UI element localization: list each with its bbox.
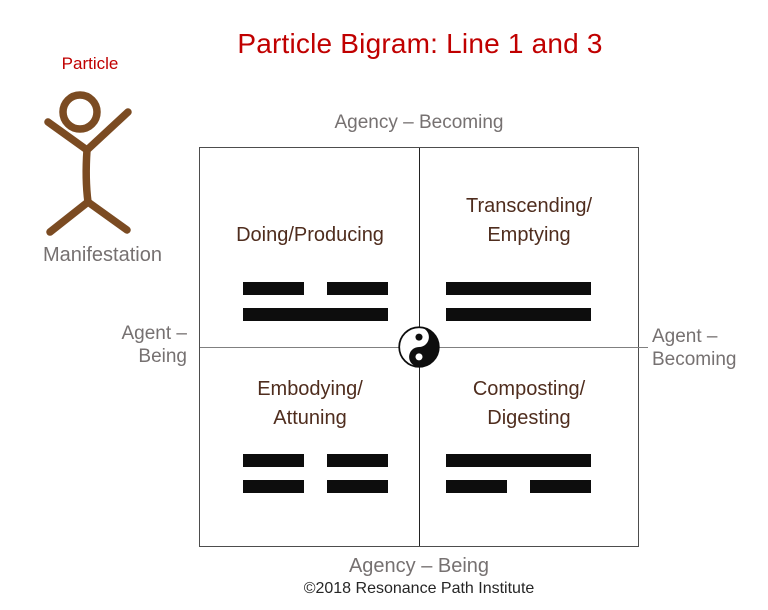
solid-line — [446, 454, 591, 467]
stick-figure-icon — [44, 91, 132, 236]
quadrant-label-doing-producing: Doing/Producing — [200, 192, 420, 250]
quadrant-label-line: Composting/ — [472, 378, 586, 400]
quadrant-label-line: Attuning — [273, 407, 347, 429]
quadrant-label-composting-digesting: Composting/ Digesting — [419, 375, 639, 433]
axis-label-right-line2: Becoming — [652, 349, 737, 370]
quadrant-label-line: Embodying/ — [257, 378, 363, 400]
quadrant-label-transcending-emptying: Transcending/ Emptying — [419, 192, 639, 250]
manifestation-label: Manifestation — [43, 244, 162, 266]
bigram-composting-digesting — [446, 454, 591, 506]
bigram-embodying-attuning — [243, 454, 388, 506]
broken-line — [243, 454, 388, 467]
yin-yang-icon — [398, 326, 440, 368]
broken-line — [446, 480, 591, 493]
quadrant-grid: Doing/Producing Transcending/ Emptying E… — [199, 147, 648, 547]
quadrant-label-line: Emptying — [487, 224, 571, 246]
solid-line — [446, 308, 591, 321]
particle-label: Particle — [61, 54, 119, 73]
copyright-text: ©2018 Resonance Path Institute — [303, 580, 535, 597]
quadrant-label-embodying-attuning: Embodying/ Attuning — [200, 375, 420, 433]
axis-label-left: Agent – Being — [87, 322, 188, 368]
bigram-transcending-emptying — [446, 282, 591, 334]
solid-line — [446, 282, 591, 295]
broken-line — [243, 282, 388, 295]
axis-label-top: Agency – Becoming — [334, 112, 504, 133]
quadrant-label-line: Digesting — [487, 407, 571, 429]
bigram-doing-producing — [243, 282, 388, 334]
axis-label-bottom: Agency – Being — [348, 555, 490, 577]
axis-label-right-line1: Agent – — [652, 326, 718, 347]
quadrant-label-line: Transcending/ — [466, 195, 592, 217]
page-title: Particle Bigram: Line 1 and 3 — [237, 28, 603, 59]
quadrant-label-line: Doing/Producing — [236, 224, 384, 246]
axis-label-left-line1: Agent – — [121, 323, 188, 344]
solid-line — [243, 308, 388, 321]
broken-line — [243, 480, 388, 493]
axis-label-left-line2: Being — [138, 346, 187, 367]
axis-label-right: Agent – Becoming — [652, 325, 762, 371]
